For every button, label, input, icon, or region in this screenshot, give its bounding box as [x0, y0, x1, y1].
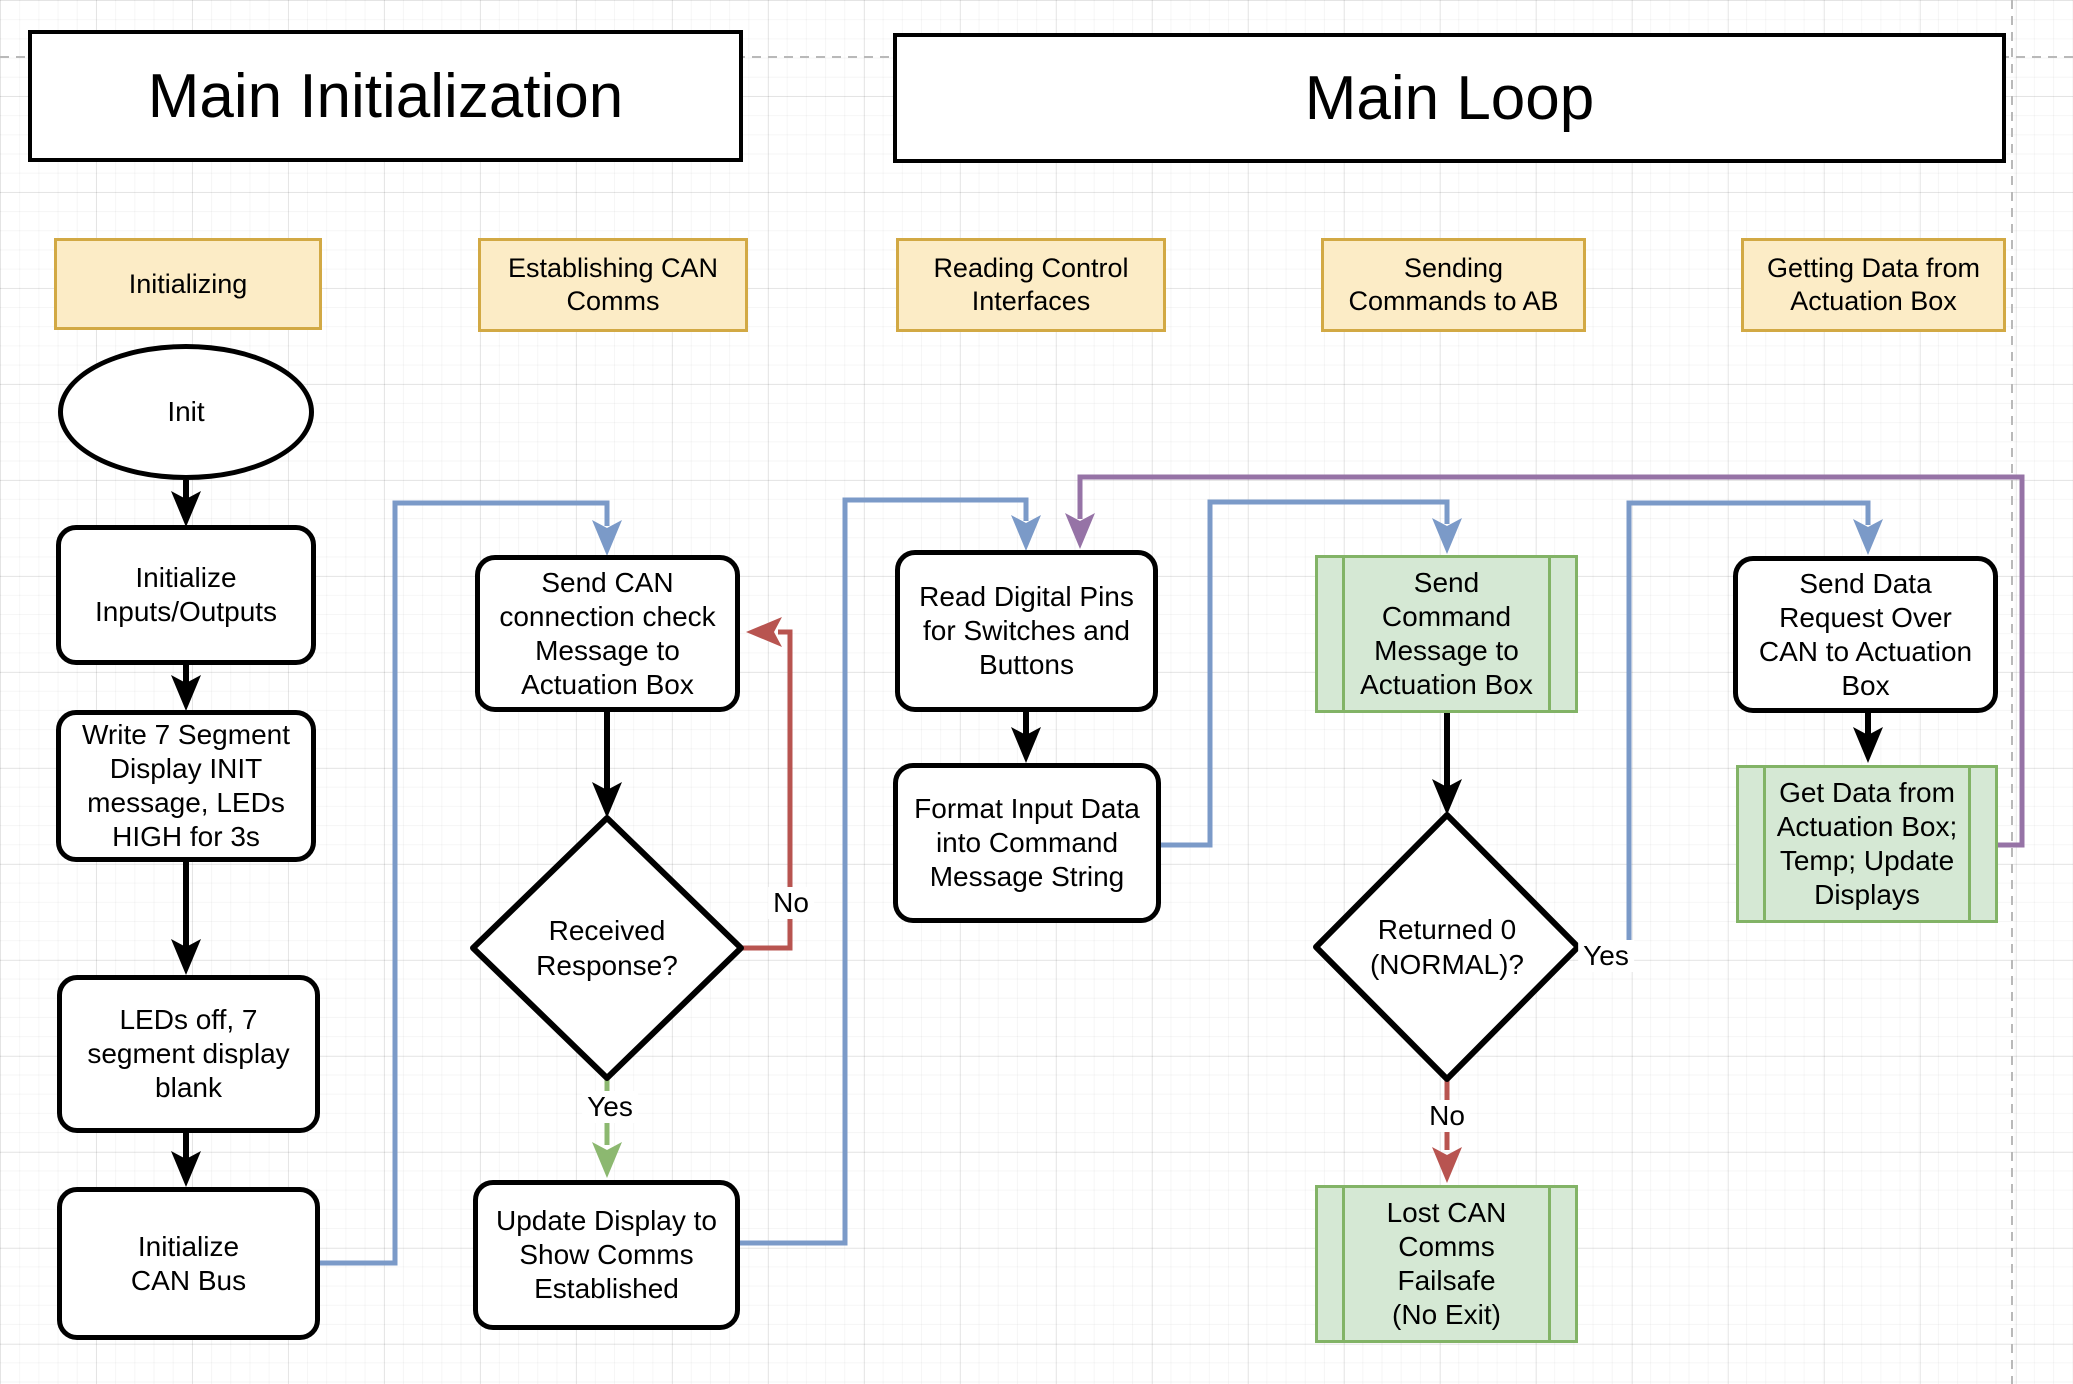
node-send-can-check[interactable]: Send CAN connection check Message to Act… [475, 555, 740, 712]
node-returned-zero-label: Returned 0 (NORMAL)? [1369, 914, 1524, 980]
lane-reading-control-interfaces[interactable]: Reading Control Interfaces [896, 238, 1166, 332]
node-update-display[interactable]: Update Display to Show Comms Established [473, 1180, 740, 1330]
title-main-loop[interactable]: Main Loop [893, 33, 2006, 163]
node-get-data[interactable]: Get Data from Actuation Box; Temp; Updat… [1736, 765, 1998, 923]
edge-format-input-to-send-command[interactable] [1161, 499, 1462, 848]
edge-send-request-to-get-data[interactable] [1853, 713, 1883, 763]
edge-7seg-to-leds[interactable] [171, 862, 201, 975]
edge-send-check-to-received[interactable] [592, 712, 622, 818]
lane-sending-commands-to-ab[interactable]: Sending Commands to AB [1321, 238, 1586, 332]
edge-label-returned-yes: Yes [1578, 940, 1634, 972]
title-main-initialization[interactable]: Main Initialization [28, 30, 743, 162]
decision-returned-zero[interactable] [1313, 812, 1581, 1082]
node-received-response-label: Received Response? [536, 915, 678, 981]
edge-leds-to-init-can[interactable] [171, 1133, 201, 1187]
edge-label-returned-no: No [1424, 1100, 1470, 1132]
node-lost-can-failsafe[interactable]: Lost CAN Comms Failsafe (No Exit) [1315, 1185, 1578, 1343]
edge-read-pins-to-format[interactable] [1011, 712, 1041, 763]
edge-init-can-to-send-check[interactable] [320, 500, 622, 1266]
edge-init-to-io[interactable] [171, 480, 201, 527]
lane-getting-data-from-actuation-box[interactable]: Getting Data from Actuation Box [1741, 238, 2006, 332]
edge-received-no-retry[interactable] [741, 617, 793, 951]
node-leds-off[interactable]: LEDs off, 7 segment display blank [57, 975, 320, 1133]
lane-establishing-can-comms[interactable]: Establishing CAN Comms [478, 238, 748, 332]
lane-initializing[interactable]: Initializing [54, 238, 322, 330]
edge-label-received-yes: Yes [582, 1091, 638, 1123]
node-initialize-io[interactable]: Initialize Inputs/Outputs [56, 525, 316, 665]
node-format-input-data[interactable]: Format Input Data into Command Message S… [893, 763, 1161, 923]
node-initialize-can-bus[interactable]: Initialize CAN Bus [57, 1187, 320, 1340]
node-write-7seg[interactable]: Write 7 Segment Display INIT message, LE… [56, 710, 316, 862]
decision-received-response[interactable] [470, 815, 744, 1081]
edge-update-display-to-read-pins[interactable] [740, 497, 1041, 1246]
edge-label-received-no: No [768, 887, 814, 919]
node-init[interactable]: Init [58, 344, 314, 480]
node-send-command[interactable]: Send Command Message to Actuation Box [1315, 555, 1578, 713]
edge-io-to-7seg[interactable] [171, 665, 201, 711]
edge-get-data-to-read-pins[interactable] [1065, 474, 2025, 848]
node-send-data-request[interactable]: Send Data Request Over CAN to Actuation … [1733, 556, 1998, 713]
edge-send-command-to-returned[interactable] [1432, 713, 1462, 815]
node-read-digital-pins[interactable]: Read Digital Pins for Switches and Butto… [895, 550, 1158, 712]
